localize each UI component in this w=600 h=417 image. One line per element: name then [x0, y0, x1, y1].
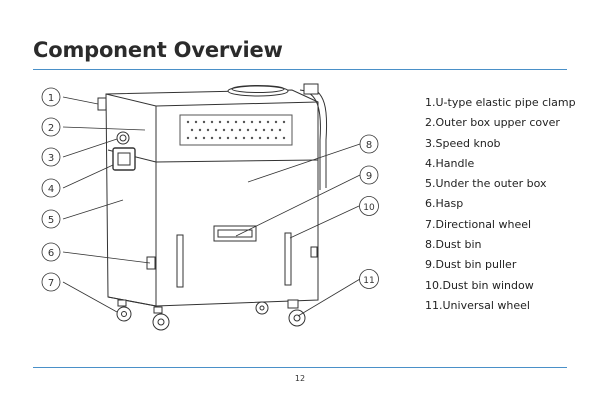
component-item: 3.Speed knob [425, 136, 501, 150]
callout-2 [41, 117, 61, 137]
vent-grill-holes [186, 120, 286, 140]
leader-lines [62, 96, 361, 317]
dust-bin-window-right [284, 232, 292, 286]
component-item: 6.Hasp [425, 197, 464, 211]
vent-grill [179, 114, 293, 146]
callout-label-8: 8 [366, 140, 372, 151]
page-number: 12 [294, 374, 306, 383]
callout-11 [359, 269, 379, 289]
header-divider [33, 69, 567, 70]
callout-label-2: 2 [48, 123, 54, 134]
pipe-clamp-part [97, 97, 107, 111]
callout-label-1: 1 [48, 93, 54, 104]
footer-divider [33, 367, 567, 368]
component-item: 2.Outer box upper cover [425, 116, 560, 130]
callout-label-4: 4 [48, 184, 54, 195]
component-list: 1.U-type elastic pipe clamp 2.Outer box … [425, 93, 576, 316]
component-item: 10.Dust bin window [425, 278, 534, 292]
callout-9 [359, 165, 379, 185]
page-title: Component Overview [33, 38, 283, 62]
dust-bin-window-left [176, 234, 184, 288]
callout-3 [41, 147, 61, 167]
component-item: 11.Universal wheel [425, 298, 530, 312]
speed-knob-part [116, 131, 130, 145]
callout-markers [41, 87, 379, 292]
callout-6 [41, 242, 61, 262]
component-item: 4.Handle [425, 156, 475, 170]
callout-label-9: 9 [366, 171, 372, 182]
callout-label-11: 11 [363, 276, 374, 286]
callout-8 [359, 134, 379, 154]
component-item: 1.U-type elastic pipe clamp [425, 96, 576, 109]
component-item: 7.Directional wheel [425, 217, 532, 231]
component-item: 9.Dust bin puller [425, 258, 517, 272]
callout-label-5: 5 [48, 215, 54, 226]
wheel-front-left [152, 306, 170, 331]
callout-label-7: 7 [48, 278, 54, 289]
wheel-back-right [255, 301, 269, 315]
component-item: 8.Dust bin [425, 238, 482, 252]
callout-4 [41, 178, 61, 198]
callout-label-6: 6 [48, 248, 54, 259]
component-item: 5.Under the outer box [425, 177, 547, 191]
callout-1 [41, 87, 61, 107]
callout-label-3: 3 [48, 153, 54, 164]
callout-7 [41, 272, 61, 292]
callout-10 [359, 196, 379, 216]
callout-label-10: 10 [363, 203, 375, 213]
callout-5 [41, 209, 61, 229]
wheel-back-left [116, 299, 132, 322]
